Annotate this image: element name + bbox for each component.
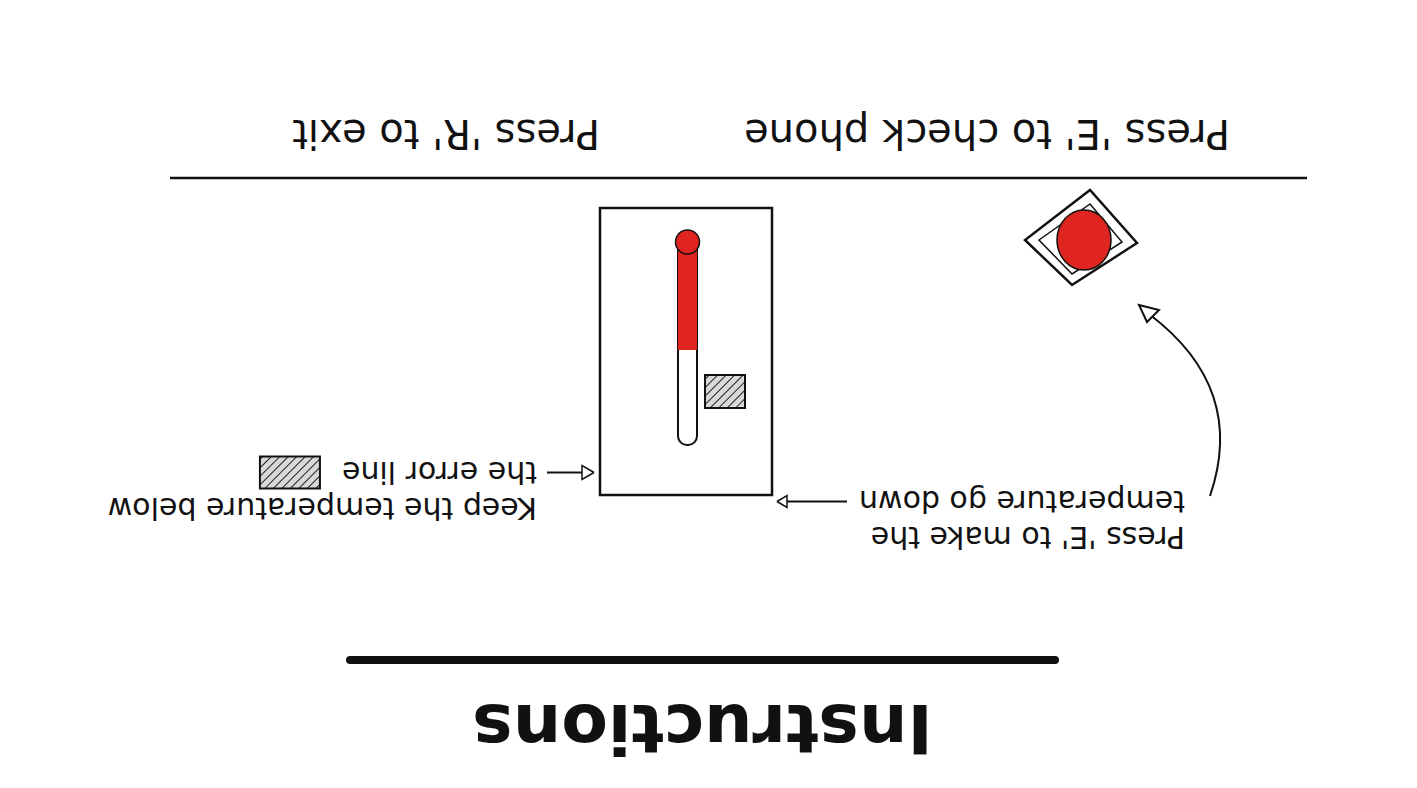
exit-key-hint: Press 'R' to exit (292, 110, 600, 158)
phone-key-hint: Press 'E' to check phone (744, 110, 1230, 158)
button-pointer (1149, 314, 1220, 496)
pointer-head (582, 466, 594, 480)
thermometer-panel (600, 208, 772, 495)
pointer-line (547, 472, 583, 474)
pointer-head (777, 496, 787, 508)
title: Instructions (350, 684, 1055, 772)
error-line-sample (260, 457, 320, 489)
button-pointer-head (1139, 305, 1159, 322)
temperature-level (678, 240, 697, 350)
thermometer-tube (678, 233, 697, 445)
title-underline (350, 656, 1055, 664)
goal-hint: Keep the temperature below the error lin… (97, 454, 537, 526)
pointer-line (785, 501, 847, 503)
separator-line (170, 177, 1307, 180)
button-base (1025, 190, 1137, 285)
button-hint: Press 'E' to make the temperature go dow… (795, 483, 1185, 555)
error-line-marker (705, 375, 745, 408)
button-rim (1039, 204, 1122, 274)
thermometer-bulb (676, 230, 700, 254)
red-button (1057, 210, 1111, 270)
